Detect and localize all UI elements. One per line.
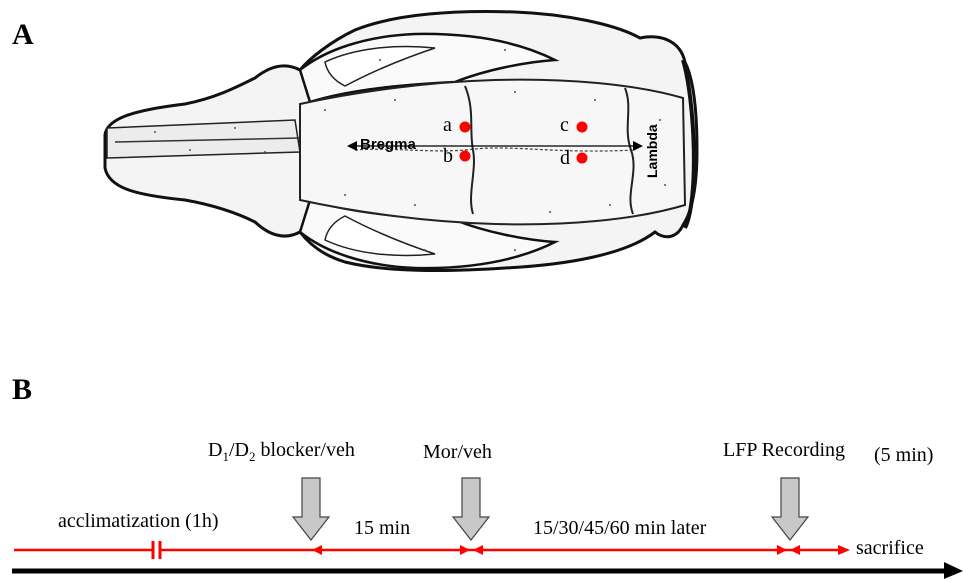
- interval2-left-head: [473, 545, 483, 555]
- panel-label-a: A: [12, 18, 34, 52]
- acclimatization-label: acclimatization (1h): [58, 511, 218, 531]
- mor-arrow: [453, 478, 489, 540]
- blocker-label: D1/D2 blocker/veh: [208, 440, 355, 463]
- electrode-a-label: a: [443, 115, 452, 135]
- interval1-right-head: [460, 545, 470, 555]
- mor-label: Mor/veh: [423, 442, 492, 462]
- interval1-left-head: [312, 545, 322, 555]
- electrode-b: [460, 151, 471, 162]
- lfp-arrow: [772, 478, 808, 540]
- electrode-c-label: c: [560, 115, 569, 135]
- timeline-red-arrowhead: [838, 545, 850, 555]
- panel-label-b: B: [12, 373, 32, 407]
- interval-15min-label: 15 min: [354, 518, 410, 538]
- interval-later-label: 15/30/45/60 min later: [533, 518, 706, 538]
- interval3-left-head: [790, 545, 800, 555]
- lfp-duration-label: (5 min): [874, 445, 933, 465]
- electrode-d-label: d: [560, 148, 570, 168]
- blocker-arrow: [293, 478, 329, 540]
- sacrifice-label: sacrifice: [856, 538, 924, 558]
- lfp-label: LFP Recording: [723, 440, 845, 460]
- electrode-c: [577, 122, 588, 133]
- bregma-label: Bregma: [360, 137, 416, 152]
- interval2-right-head: [777, 545, 787, 555]
- electrode-b-label: b: [443, 146, 453, 166]
- electrode-d: [577, 153, 588, 164]
- lambda-label: Lambda: [645, 124, 659, 178]
- time-axis-arrowhead: [944, 562, 963, 579]
- electrode-a: [460, 122, 471, 133]
